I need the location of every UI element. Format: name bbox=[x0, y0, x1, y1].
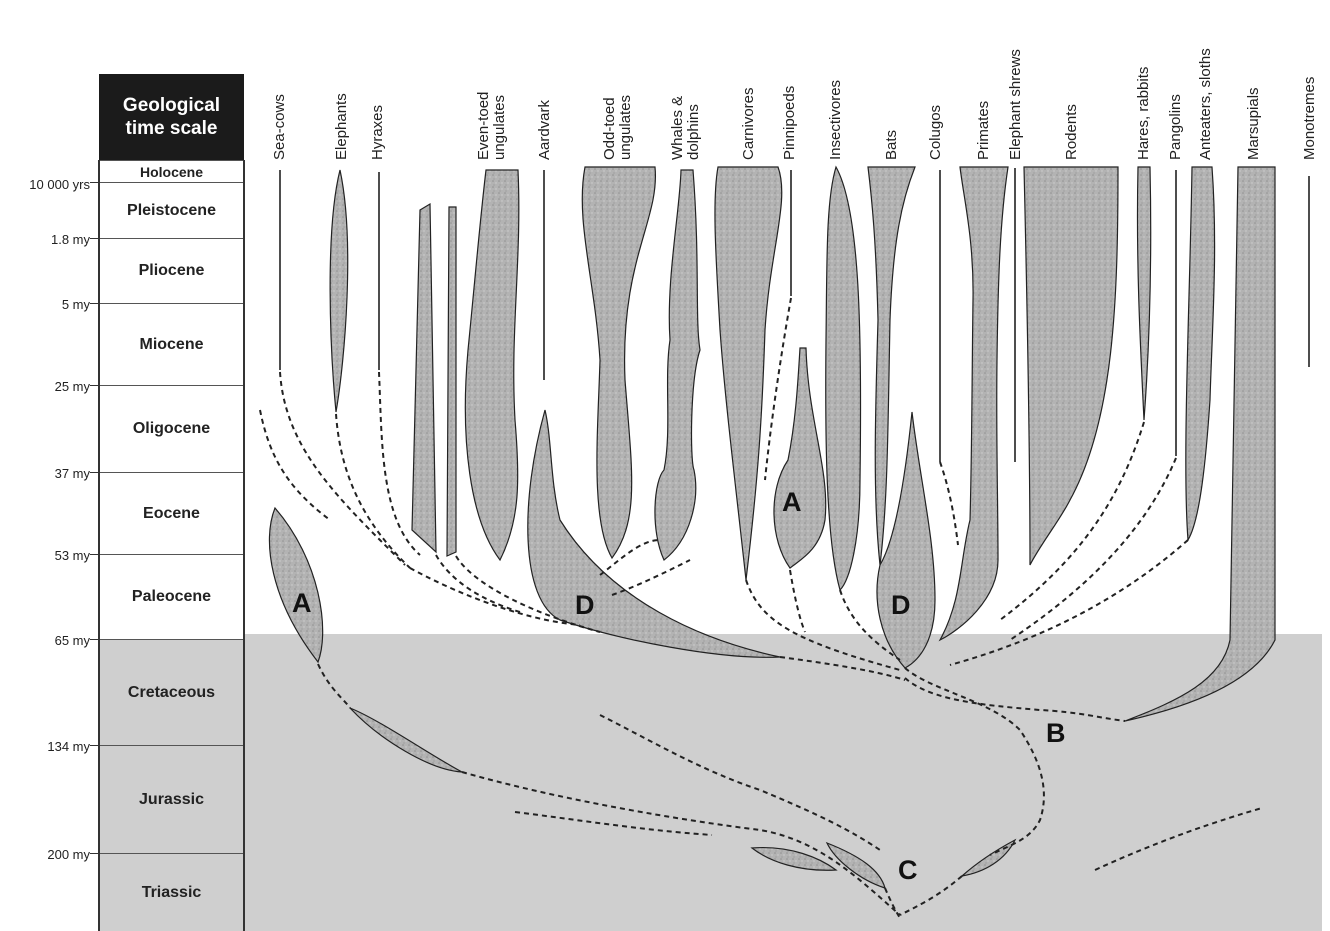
tick-mark bbox=[90, 745, 99, 746]
hares-rabbits-lineage bbox=[1137, 167, 1150, 420]
period-pliocene: Pliocene bbox=[99, 238, 244, 303]
taxon-label-carnivores: Carnivores bbox=[741, 87, 757, 160]
taxon-label-elephant-shrews: Elephant shrews bbox=[1008, 49, 1024, 160]
taxon-label-whales-dolphins: Whales &dolphins bbox=[670, 96, 702, 160]
period-cretaceous: Cretaceous bbox=[99, 639, 244, 745]
time-scale-header-line-1: Geological bbox=[123, 94, 220, 117]
age-label: 134 my bbox=[47, 739, 90, 754]
taxon-label-hyraxes: Hyraxes bbox=[370, 105, 386, 160]
tick-mark bbox=[90, 639, 99, 640]
age-label: 1.8 my bbox=[51, 232, 90, 247]
rodents-lineage bbox=[1024, 167, 1118, 565]
carnivores-lineage bbox=[715, 167, 782, 580]
lineage-spindle-1 bbox=[412, 204, 436, 552]
period-jurassic: Jurassic bbox=[99, 745, 244, 853]
age-label: 10 000 yrs bbox=[29, 177, 90, 192]
age-label: 5 my bbox=[62, 297, 90, 312]
primates-lineage bbox=[940, 167, 1008, 640]
whales-dolphins-lineage bbox=[655, 170, 700, 560]
age-label: 200 my bbox=[47, 847, 90, 862]
taxon-label-hares-rabbits: Hares, rabbits bbox=[1136, 67, 1152, 160]
pinnipoeds-lineage bbox=[774, 348, 826, 568]
taxon-label-elephants: Elephants bbox=[334, 93, 350, 160]
scale-left-border bbox=[98, 160, 100, 931]
period-oligocene: Oligocene bbox=[99, 385, 244, 472]
tick-mark bbox=[90, 182, 99, 183]
taxon-label-pinnipoeds: Pinnipoeds bbox=[782, 86, 798, 160]
tick-mark bbox=[90, 853, 99, 854]
period-miocene: Miocene bbox=[99, 303, 244, 385]
marker-letter: B bbox=[1046, 718, 1066, 749]
period-pleistocene: Pleistocene bbox=[99, 182, 244, 238]
marker-letter: C bbox=[898, 855, 918, 886]
marker-letter: A bbox=[292, 588, 312, 619]
period-holocene: Holocene bbox=[99, 160, 244, 182]
scale-right-border bbox=[243, 160, 245, 931]
marker-letter: A bbox=[782, 487, 802, 518]
lineage-spindle-2 bbox=[447, 207, 456, 556]
elephants-lineage bbox=[330, 170, 348, 412]
time-scale-header-line-2: time scale bbox=[126, 117, 218, 140]
marker-letter: D bbox=[891, 590, 911, 621]
anteaters-sloths-lineage bbox=[1186, 167, 1215, 540]
even-toed-ungulates-lineage bbox=[465, 170, 518, 560]
marker-letter: D bbox=[575, 590, 595, 621]
taxon-label-anteaters-sloths: Anteaters, sloths bbox=[1198, 48, 1214, 160]
tick-mark bbox=[90, 238, 99, 239]
mesozoic-background bbox=[244, 634, 1322, 931]
age-label: 25 my bbox=[55, 379, 90, 394]
age-label: 65 my bbox=[55, 633, 90, 648]
taxon-label-primates: Primates bbox=[976, 101, 992, 160]
period-triassic: Triassic bbox=[99, 853, 244, 931]
tick-mark bbox=[90, 385, 99, 386]
tick-mark bbox=[90, 303, 99, 304]
time-scale-header: Geological time scale bbox=[99, 74, 244, 160]
taxon-label-aardvark: Aardvark bbox=[537, 100, 553, 160]
taxon-label-insectivores: Insectivores bbox=[828, 80, 844, 160]
taxon-label-rodents: Rodents bbox=[1064, 104, 1080, 160]
age-label: 53 my bbox=[55, 548, 90, 563]
taxon-label-monotremes: Monotremes bbox=[1302, 77, 1318, 160]
period-eocene: Eocene bbox=[99, 472, 244, 554]
odd-toed-ungulates-lineage bbox=[582, 167, 655, 558]
taxon-label-bats: Bats bbox=[884, 130, 900, 160]
tick-mark bbox=[90, 554, 99, 555]
tick-mark bbox=[90, 472, 99, 473]
taxon-label-pangolins: Pangolins bbox=[1168, 94, 1184, 160]
taxon-label-sea-cows: Sea-cows bbox=[272, 94, 288, 160]
taxon-label-marsupials: Marsupials bbox=[1246, 87, 1262, 160]
taxon-label-colugos: Colugos bbox=[928, 105, 944, 160]
age-label: 37 my bbox=[55, 466, 90, 481]
insectivores-lineage bbox=[826, 167, 861, 590]
period-paleocene: Paleocene bbox=[99, 554, 244, 639]
